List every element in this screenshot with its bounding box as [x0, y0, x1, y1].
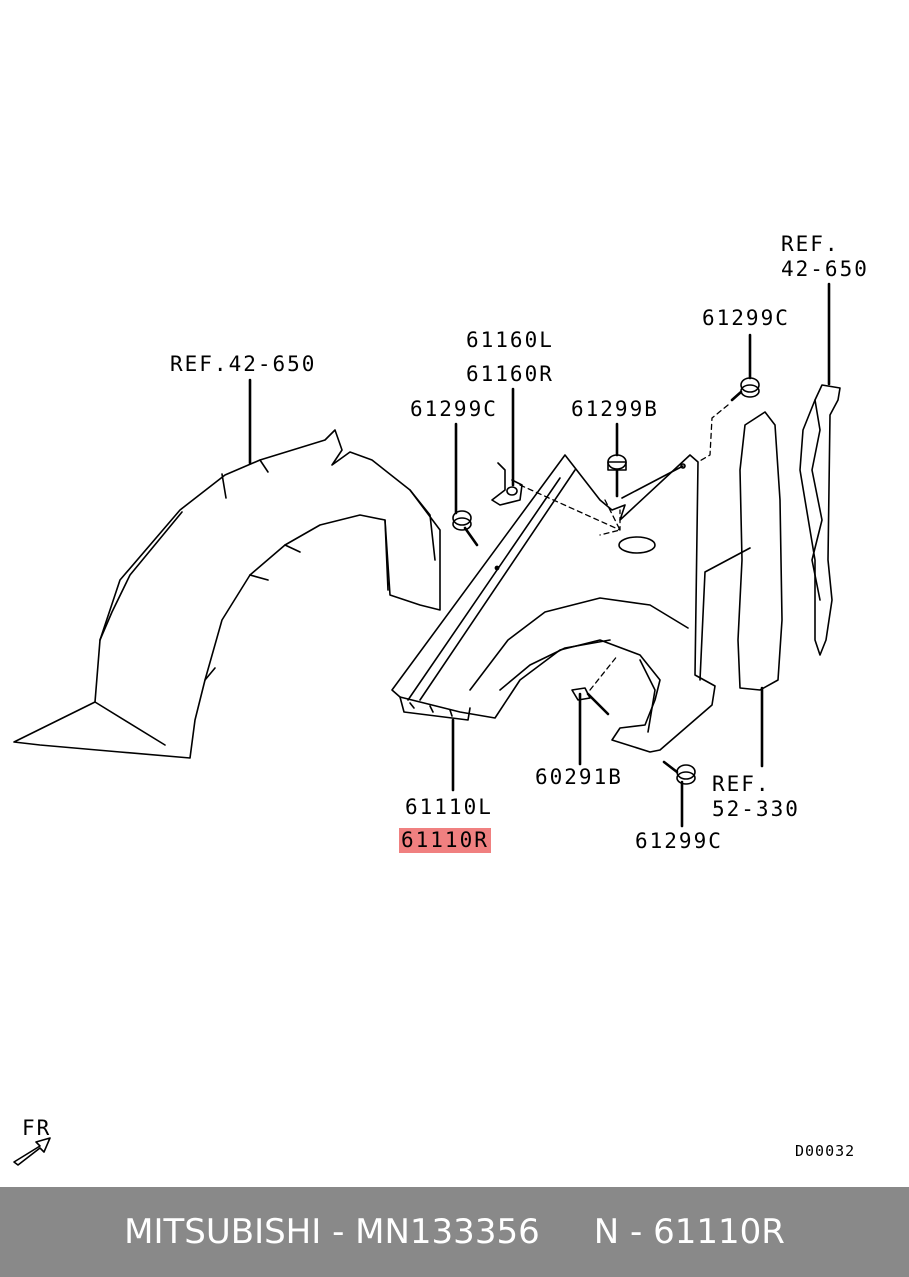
footer-text: MITSUBISHI - MN133356 N - 61110R — [124, 1212, 785, 1252]
seal-strip-drawing — [737, 411, 783, 691]
parts-diagram: REF. 42-650 REF.42-650 61160L 61160R 612… — [13, 232, 869, 1166]
label-fender-r-highlighted: 61110R — [399, 828, 491, 853]
footer-bar: MITSUBISHI - MN133356 N - 61110R — [0, 1187, 909, 1277]
dash-fender-a — [599, 499, 621, 536]
bolt-top-right-drawing — [730, 377, 760, 402]
label-bracket-r: 61160R — [466, 362, 554, 386]
splash-panel-drawing — [799, 384, 841, 656]
leader-bolt-mid-to-fender — [621, 465, 684, 499]
bolt-bottom-drawing — [662, 760, 696, 785]
fender-exploded-view — [13, 282, 841, 1166]
label-bolt-bottom: 61299C — [635, 829, 723, 853]
label-bolt-mid: 61299B — [571, 397, 659, 421]
dash-clip — [589, 654, 619, 691]
label-fender-l: 61110L — [405, 795, 493, 819]
label-ref-liner: REF.42-650 — [170, 352, 317, 376]
label-fr: FR — [22, 1116, 52, 1140]
dash-bolt-top-right — [697, 404, 729, 463]
clip-drawing — [571, 687, 610, 716]
dash-bracket — [519, 484, 621, 531]
label-ref-seal: REF. 52-330 — [712, 772, 800, 821]
label-ref-splash: REF. 42-650 — [781, 232, 869, 281]
bracket-drawing — [491, 462, 523, 506]
diagram-code: D00032 — [795, 1142, 856, 1160]
fr-arrow-icon — [13, 1137, 51, 1166]
label-bolt-left: 61299C — [410, 397, 498, 421]
bolt-mid-drawing — [607, 454, 627, 498]
label-clip: 60291B — [535, 765, 623, 789]
wheelhouse-liner-drawing — [13, 429, 441, 759]
bolt-left-drawing — [452, 510, 479, 547]
fender-panel-drawing — [391, 454, 751, 753]
label-bracket-l: 61160L — [466, 328, 554, 352]
label-bolt-top-right: 61299C — [702, 306, 790, 330]
